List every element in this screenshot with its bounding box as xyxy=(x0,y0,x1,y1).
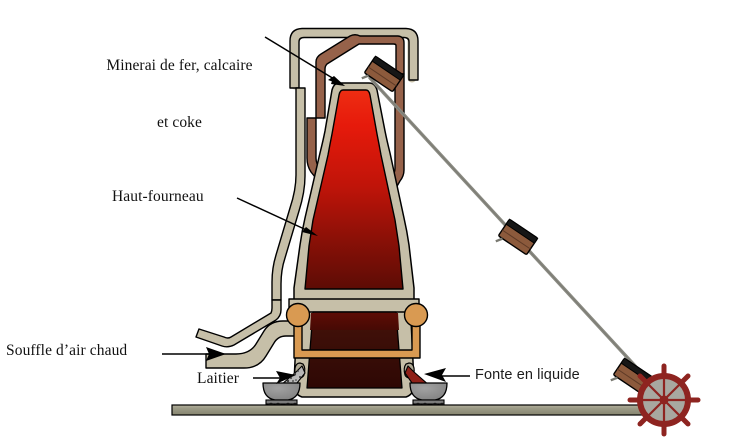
skip-bucket-top xyxy=(361,55,405,92)
ground-line xyxy=(171,404,661,416)
hoist-wheel xyxy=(627,363,701,437)
label-blast-furnace: Haut-fourneau xyxy=(112,188,204,205)
leader-slag xyxy=(253,371,296,384)
label-hot-air-blast: Souffle d’air chaud xyxy=(6,342,128,359)
label-slag: Laitier xyxy=(197,370,240,387)
inner-brown-frame xyxy=(315,34,405,119)
label-ore-line2: et coke xyxy=(156,114,203,131)
bustle-node-right xyxy=(403,302,429,328)
skip-bucket-middle xyxy=(495,218,539,255)
upper-tan-duct xyxy=(195,299,282,348)
outer-frame-band xyxy=(289,27,419,89)
leader-iron xyxy=(424,368,470,382)
leader-blast xyxy=(162,347,226,361)
bosh-hot-zone xyxy=(310,313,399,330)
furnace-hot-interior xyxy=(304,89,404,290)
leader-furnace xyxy=(236,197,318,236)
label-ore-line1: Minerai de fer, calcaire xyxy=(106,57,253,74)
bustle-node-left xyxy=(285,302,311,328)
label-molten-iron: Fonte en liquide xyxy=(475,367,580,383)
leader-ore xyxy=(264,36,345,86)
label-ore-limestone-coke: Minerai de fer, calcaire et coke xyxy=(77,18,282,170)
